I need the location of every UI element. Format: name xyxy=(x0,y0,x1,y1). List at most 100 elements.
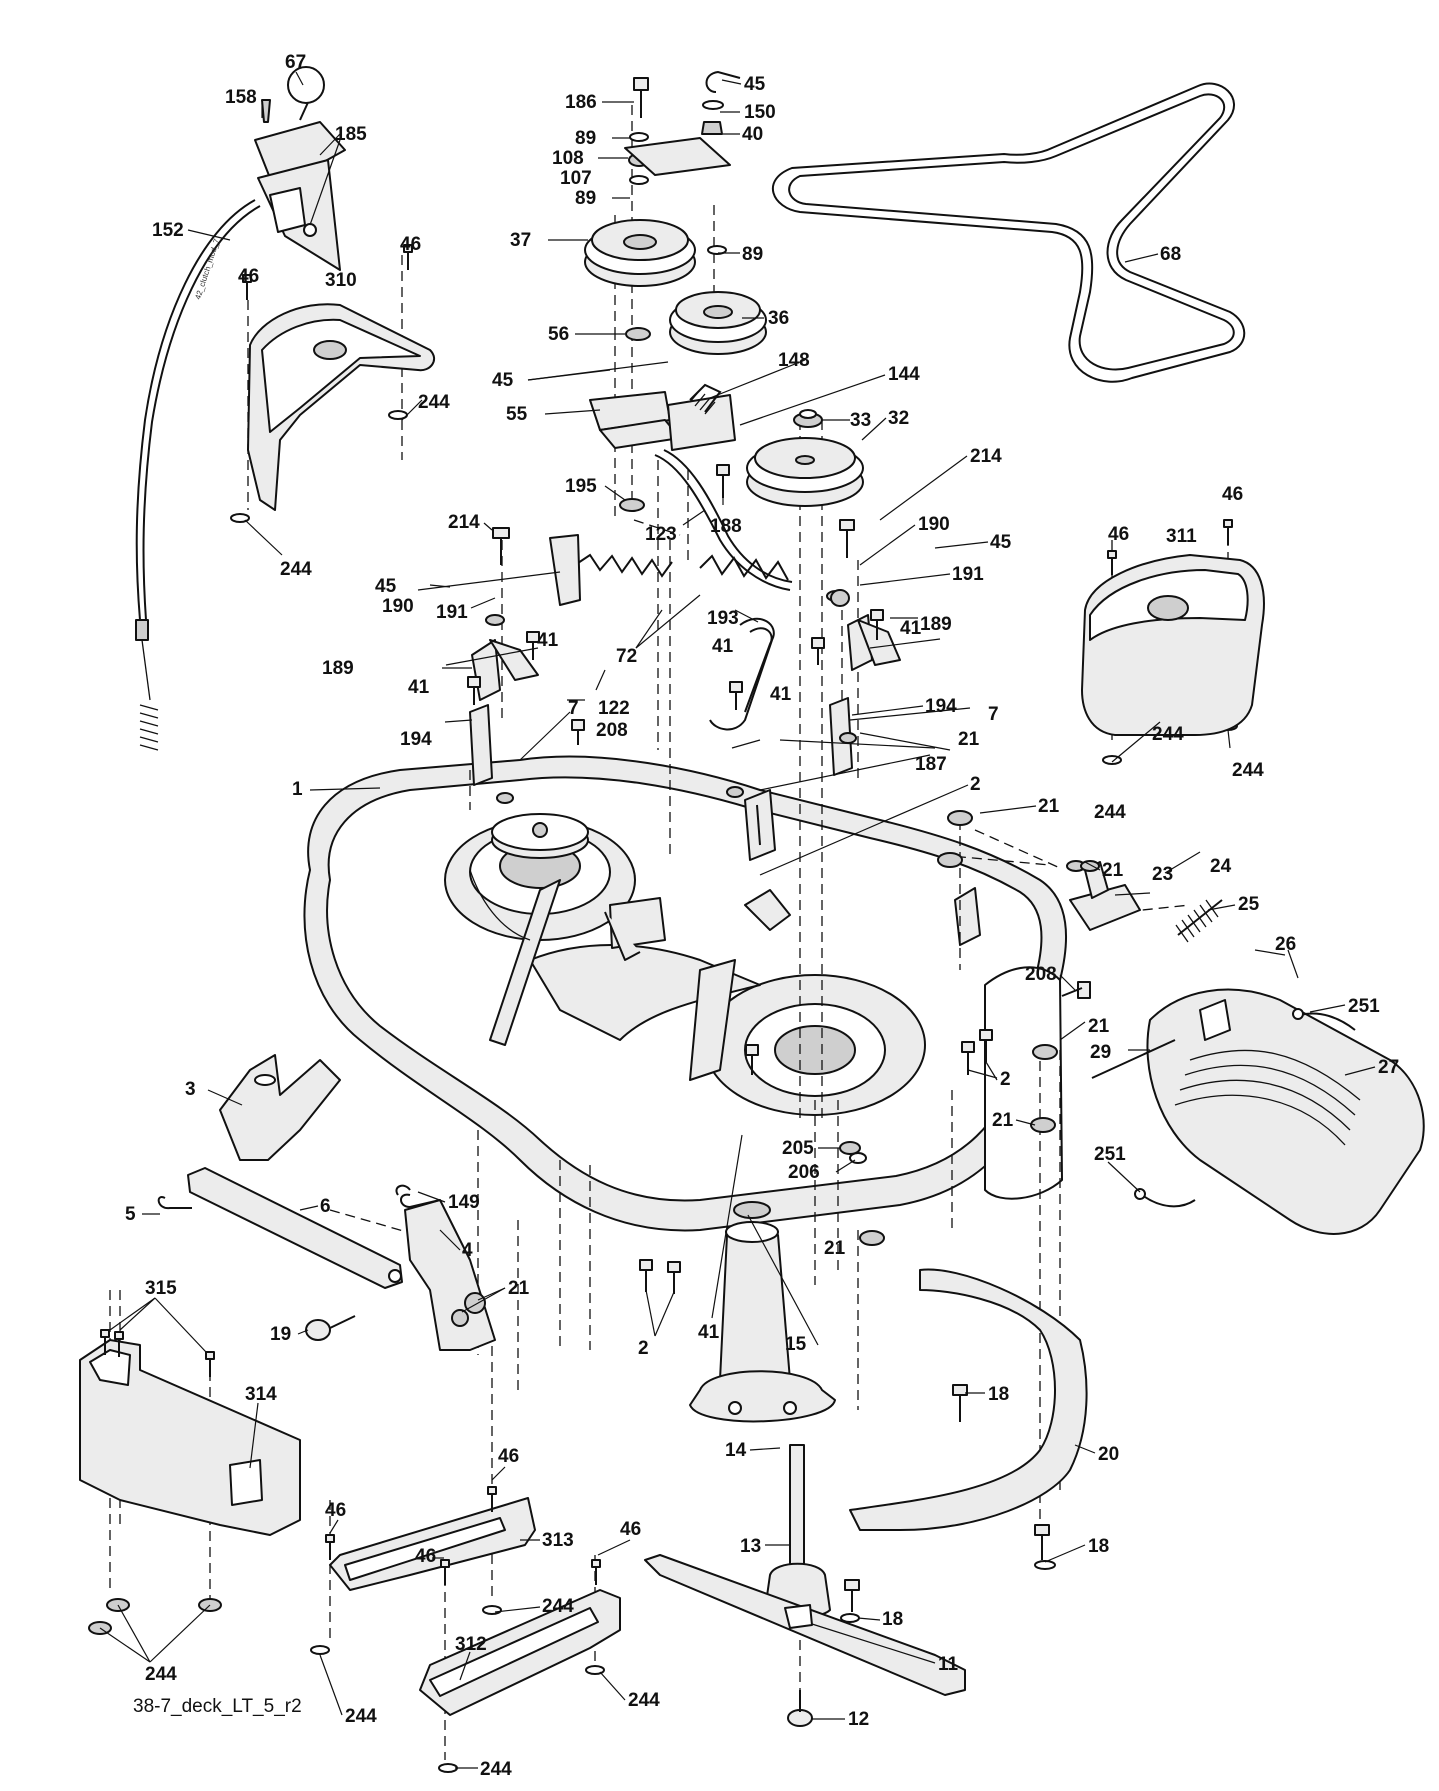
callout-122: 122 xyxy=(598,698,630,719)
callout-150: 150 xyxy=(744,102,776,123)
callout-7: 7 xyxy=(568,698,579,719)
callout-46: 46 xyxy=(1108,524,1129,545)
callout-188: 188 xyxy=(710,516,742,537)
callout-21: 21 xyxy=(958,729,980,750)
callout-251: 251 xyxy=(1348,996,1380,1017)
callout-14: 14 xyxy=(725,1440,747,1461)
callout-2: 2 xyxy=(1000,1069,1011,1090)
callout-41: 41 xyxy=(698,1322,720,1343)
callout-56: 56 xyxy=(548,324,569,345)
callout-21: 21 xyxy=(1038,796,1060,817)
callout-214: 214 xyxy=(448,512,480,533)
callout-149: 149 xyxy=(448,1192,480,1213)
callout-144: 144 xyxy=(888,364,920,385)
callout-244: 244 xyxy=(480,1759,512,1780)
baffle-bolts xyxy=(88,1329,605,1773)
callout-27: 27 xyxy=(1378,1057,1399,1078)
callout-15: 15 xyxy=(785,1334,807,1355)
callout-18: 18 xyxy=(988,1384,1009,1405)
callout-18: 18 xyxy=(1088,1536,1109,1557)
callout-107: 107 xyxy=(560,168,592,189)
callout-190: 190 xyxy=(918,514,950,535)
callout-11: 11 xyxy=(938,1654,959,1675)
callout-24: 24 xyxy=(1210,856,1232,877)
small-hardware xyxy=(230,70,1238,765)
callout-67: 67 xyxy=(285,52,306,73)
callout-194: 194 xyxy=(925,696,957,717)
bolts-18 xyxy=(840,1384,1056,1623)
callout-41: 41 xyxy=(900,618,922,639)
callout-123: 123 xyxy=(645,524,677,545)
idler-pulley-37 xyxy=(584,219,696,287)
callout-12: 12 xyxy=(848,1709,869,1730)
right-belt-cover-311 xyxy=(1081,554,1265,736)
clips-251 xyxy=(1134,1008,1356,1208)
callout-244: 244 xyxy=(1152,724,1184,745)
callout-310: 310 xyxy=(325,270,357,291)
callout-46: 46 xyxy=(238,266,259,287)
callout-46: 46 xyxy=(325,1500,346,1521)
callout-244: 244 xyxy=(1094,802,1126,823)
callout-37: 37 xyxy=(510,230,531,251)
callout-251: 251 xyxy=(1094,1144,1126,1165)
callout-25: 25 xyxy=(1238,894,1260,915)
callout-32: 32 xyxy=(888,408,909,429)
callout-45: 45 xyxy=(492,370,514,391)
callout-46: 46 xyxy=(400,234,421,255)
callout-41: 41 xyxy=(770,684,792,705)
callout-312: 312 xyxy=(455,1634,487,1655)
blade-11 xyxy=(644,1554,966,1696)
idler-arm-144 xyxy=(667,383,736,451)
callout-89: 89 xyxy=(575,128,596,149)
callout-46: 46 xyxy=(415,1546,436,1567)
baffle-312 xyxy=(419,1589,621,1716)
idler-pulley-36 xyxy=(669,291,767,355)
belt-guard-20 xyxy=(849,1268,1088,1531)
callout-191: 191 xyxy=(952,564,984,585)
callout-21: 21 xyxy=(824,1238,846,1259)
callout-244: 244 xyxy=(280,559,312,580)
bracket-187 xyxy=(744,789,776,861)
callout-244: 244 xyxy=(628,1690,660,1711)
left-belt-cover-310 xyxy=(247,303,436,511)
callout-45: 45 xyxy=(375,576,397,597)
callout-208: 208 xyxy=(596,720,628,741)
callout-3: 3 xyxy=(185,1079,196,1100)
callout-40: 40 xyxy=(742,124,763,145)
callout-41: 41 xyxy=(712,636,734,657)
callout-46: 46 xyxy=(1222,484,1243,505)
callout-labels: 67 158 185 152 186 45 150 89 40 108 107 … xyxy=(125,52,1399,1780)
cable-imprint-text: 42_clutch_mod_7 xyxy=(193,237,221,300)
callout-313: 313 xyxy=(542,1530,574,1551)
callout-148: 148 xyxy=(778,350,810,371)
callout-187: 187 xyxy=(915,754,947,775)
callout-158: 158 xyxy=(225,87,257,108)
callout-18: 18 xyxy=(882,1609,903,1630)
callout-13: 13 xyxy=(740,1536,761,1557)
callout-68: 68 xyxy=(1160,244,1181,265)
spring-25 xyxy=(1175,899,1223,943)
clutch-handle-bracket xyxy=(254,66,346,271)
bracket-23 xyxy=(1069,861,1141,931)
drive-belt xyxy=(771,82,1246,383)
callout-46: 46 xyxy=(620,1519,641,1540)
callout-19: 19 xyxy=(270,1324,291,1345)
front-link-6 xyxy=(157,1167,403,1289)
callout-194: 194 xyxy=(400,729,432,750)
callout-244: 244 xyxy=(345,1706,377,1727)
callout-314: 314 xyxy=(245,1384,277,1405)
callout-186: 186 xyxy=(565,92,597,113)
deflector-27 xyxy=(1146,988,1425,1235)
deck-hanger-3 xyxy=(219,1054,341,1161)
springs-72 xyxy=(549,534,789,606)
callout-21: 21 xyxy=(1102,860,1124,881)
callout-189: 189 xyxy=(920,614,952,635)
callout-244: 244 xyxy=(542,1596,574,1617)
callout-108: 108 xyxy=(552,148,584,169)
callout-244: 244 xyxy=(418,392,450,413)
callout-21: 21 xyxy=(992,1110,1014,1131)
bearing-15 xyxy=(733,1201,771,1219)
drive-pulley-32 xyxy=(746,437,864,507)
callout-36: 36 xyxy=(768,308,789,329)
